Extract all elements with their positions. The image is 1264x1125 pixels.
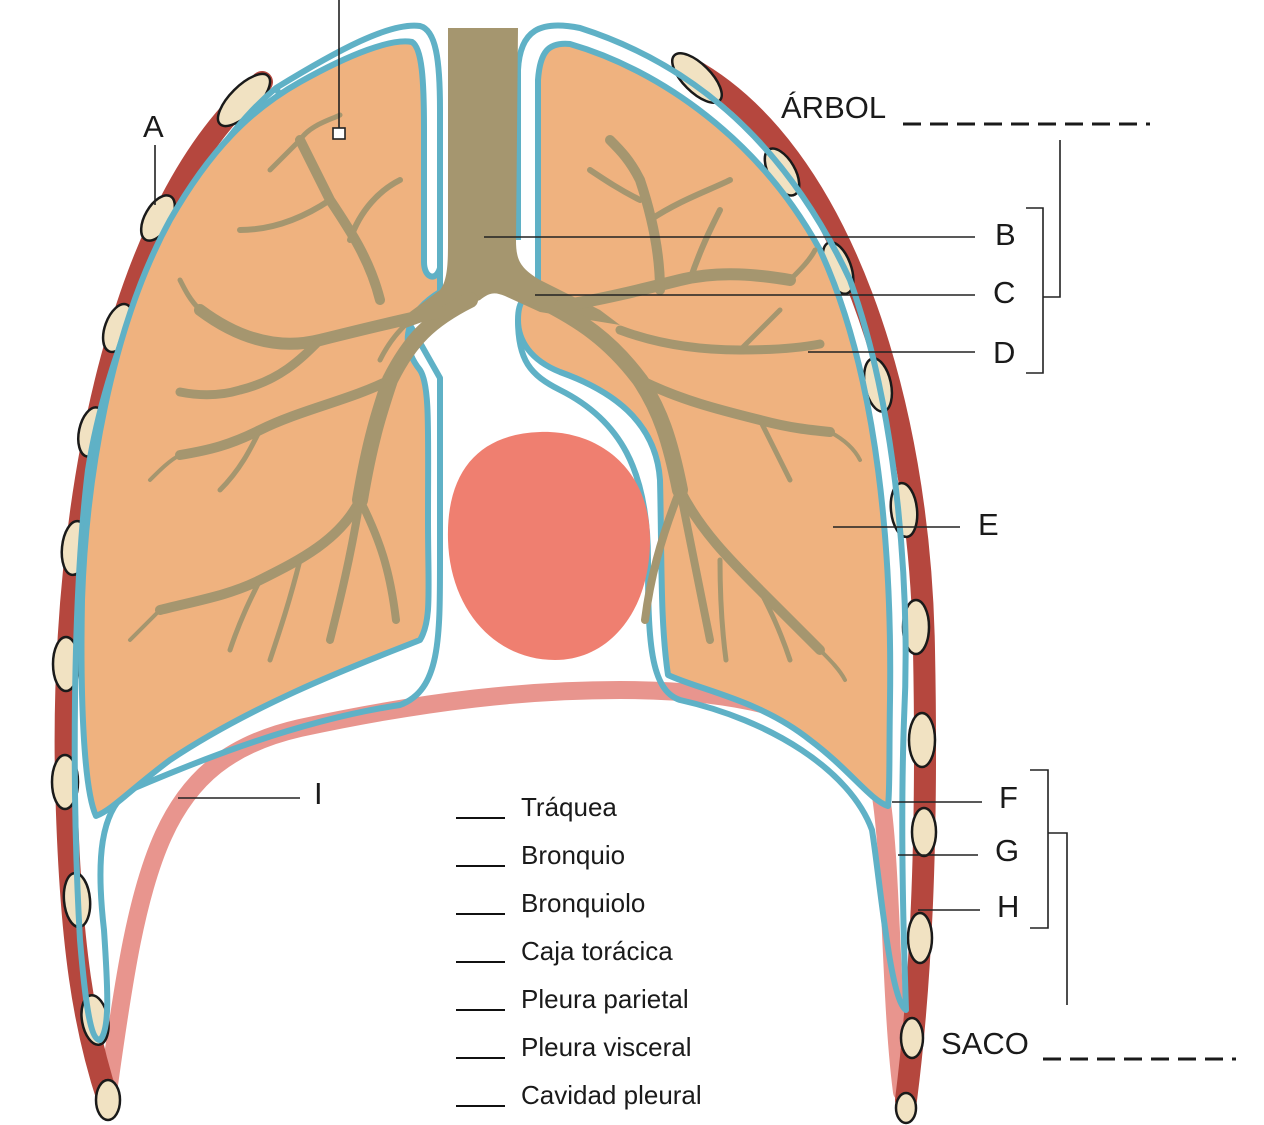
rib [909, 713, 935, 767]
term-list: Tráquea Bronquio Bronquiolo Caja torácic… [456, 792, 702, 1110]
rib [912, 808, 936, 856]
group-sac-title: SACO [941, 1026, 1029, 1061]
term-bronchiole: Bronquiolo [521, 888, 645, 918]
label-e: E [978, 507, 999, 542]
label-h: H [997, 889, 1019, 924]
rib [908, 913, 932, 963]
term-visceral-pleura: Pleura visceral [521, 1032, 692, 1062]
term-trachea: Tráquea [521, 792, 617, 822]
rib [901, 1018, 923, 1058]
rib [896, 1093, 916, 1123]
label-b: B [995, 217, 1016, 252]
term-pleural-cavity: Cavidad pleural [521, 1080, 702, 1110]
bracket-fgh [1030, 770, 1048, 928]
rib [96, 1080, 120, 1120]
label-g: G [995, 833, 1019, 868]
label-d: D [993, 335, 1015, 370]
label-i: I [314, 776, 323, 811]
heart [448, 432, 650, 660]
bracket-tree-link [1043, 140, 1060, 297]
bracket-bcd [1026, 208, 1043, 373]
term-parietal-pleura: Pleura parietal [521, 984, 689, 1014]
alveolus-box [333, 128, 345, 139]
bracket-sac-link [1048, 833, 1067, 1005]
label-a: A [143, 109, 164, 144]
term-bronchus: Bronquio [521, 840, 625, 870]
label-c: C [993, 275, 1015, 310]
group-tree-title: ÁRBOL [781, 90, 886, 125]
label-f: F [999, 780, 1018, 815]
term-rib-cage: Caja torácica [521, 936, 673, 966]
